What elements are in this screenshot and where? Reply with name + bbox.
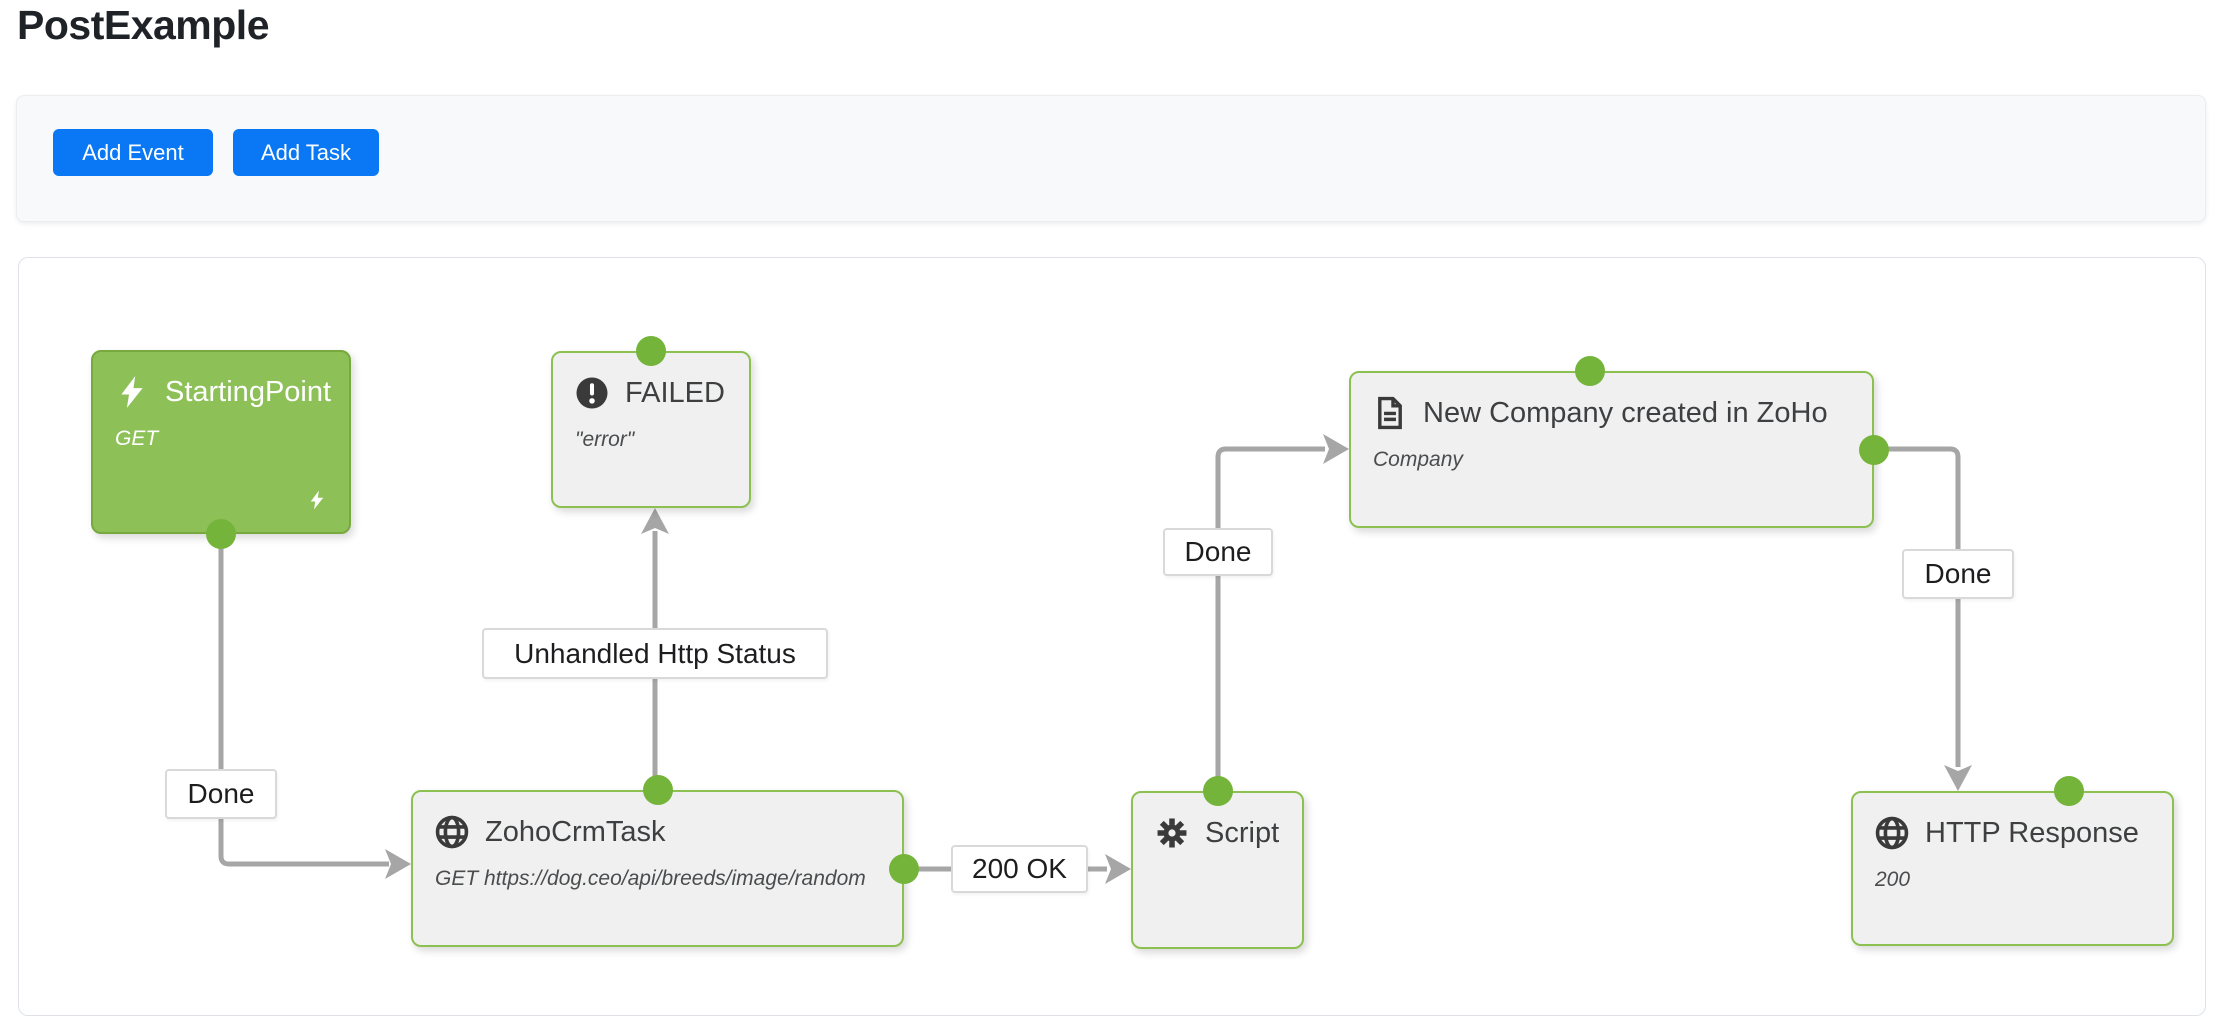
lightning-icon: [115, 375, 149, 409]
connector-dot[interactable]: [889, 853, 919, 884]
connector-dot[interactable]: [206, 519, 236, 549]
edge-label-done[interactable]: Done: [165, 769, 277, 819]
connector-dot[interactable]: [1574, 356, 1605, 386]
connector-dot[interactable]: [2053, 776, 2084, 806]
exclamation-circle-icon: [575, 376, 609, 410]
edge-script-to-newcompany[interactable]: [1215, 434, 1349, 791]
toolbar: Add Event Add Task: [16, 95, 2206, 222]
connector-dot[interactable]: [1859, 434, 1889, 465]
file-text-icon: [1373, 396, 1407, 430]
connector-dot[interactable]: [636, 336, 666, 366]
node-script[interactable]: Script: [1131, 776, 1304, 949]
gear-icon: [1155, 816, 1189, 850]
node-title: FAILED: [625, 376, 725, 409]
edge-label-done[interactable]: Done: [1902, 549, 2014, 599]
node-new-company[interactable]: New Company created in ZoHo Company: [1349, 356, 1889, 528]
node-title: StartingPoint: [165, 375, 332, 408]
node-starting-point[interactable]: StartingPoint GET: [91, 350, 351, 549]
node-subtitle: "error": [575, 428, 635, 451]
node-http-response[interactable]: HTTP Response 200: [1851, 776, 2174, 946]
node-subtitle: 200: [1875, 868, 1911, 891]
globe-icon: [1875, 816, 1909, 850]
node-subtitle: GET https://dog.ceo/api/breeds/image/ran…: [435, 867, 866, 890]
node-failed[interactable]: FAILED "error": [551, 336, 751, 508]
node-title: HTTP Response: [1925, 816, 2139, 849]
add-task-button[interactable]: Add Task: [233, 129, 379, 176]
edge-label-unhandled-http-status[interactable]: Unhandled Http Status: [482, 628, 828, 679]
node-title: Script: [1205, 816, 1280, 849]
edge-label-done[interactable]: Done: [1163, 528, 1273, 576]
node-title: ZohoCrmTask: [485, 815, 666, 848]
edge-newcompany-to-httpresponse[interactable]: [1874, 446, 1972, 791]
node-subtitle: Company: [1373, 448, 1463, 471]
workflow-canvas[interactable]: StartingPoint GET FAILED "error": [18, 257, 2206, 1016]
node-title: New Company created in ZoHo: [1423, 396, 1828, 429]
node-subtitle: GET: [115, 427, 159, 450]
connector-dot[interactable]: [1202, 776, 1233, 806]
edge-startingpoint-to-zohocrmtask[interactable]: [218, 536, 411, 879]
page-title: PostExample: [17, 2, 270, 48]
add-event-button[interactable]: Add Event: [53, 129, 213, 176]
edge-label-200-ok[interactable]: 200 OK: [951, 845, 1088, 893]
lightning-icon: [307, 490, 327, 517]
node-zoho-crm-task[interactable]: ZohoCrmTask GET https://dog.ceo/api/bree…: [411, 775, 919, 947]
connector-dot[interactable]: [642, 775, 673, 805]
globe-icon: [435, 815, 469, 849]
